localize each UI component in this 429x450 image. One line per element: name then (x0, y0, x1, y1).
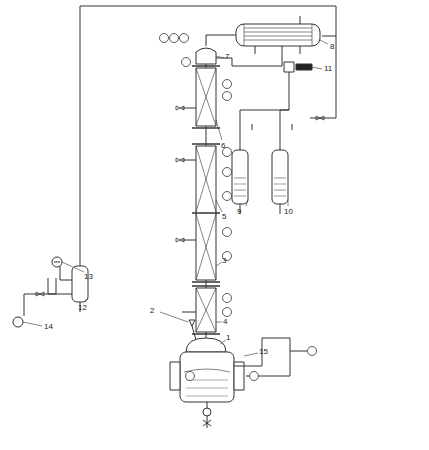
reflux-pipe (232, 46, 282, 66)
condenser (236, 24, 320, 46)
leader-line (23, 40, 328, 356)
callout-number: 3 (222, 256, 226, 265)
callout-number: 10 (284, 207, 293, 216)
callout-number: 1 (226, 333, 230, 342)
callout-number: 11 (324, 64, 332, 73)
callout-number: 15 (259, 347, 268, 356)
still-flask (186, 338, 226, 352)
callout-number: 14 (44, 322, 53, 331)
heating-mantle (180, 352, 234, 402)
callout-number: 8 (330, 42, 334, 51)
callout-number: 7 (225, 52, 229, 61)
packed-column (196, 68, 216, 332)
reflux-divider (296, 64, 312, 70)
callout-number: 2 (150, 306, 154, 315)
feed-vessel (72, 266, 88, 302)
vapor-pipe (206, 35, 236, 46)
receiver (272, 150, 288, 204)
pressure-gauge (52, 257, 62, 267)
callout-number: 13 (84, 272, 93, 281)
callout-number: 5 (222, 212, 226, 221)
vent-pipe (310, 36, 336, 118)
column-head (196, 48, 216, 64)
callout-number: 12 (78, 303, 87, 312)
u-tube (48, 278, 56, 294)
callout-number: 4 (223, 317, 227, 326)
instrument-bubble (160, 34, 317, 381)
vacuum-pump (13, 317, 23, 327)
callout-number: 6 (221, 141, 225, 150)
condenser-tubes (244, 24, 312, 46)
callout-number: 9 (237, 207, 241, 216)
receiver (232, 150, 248, 204)
